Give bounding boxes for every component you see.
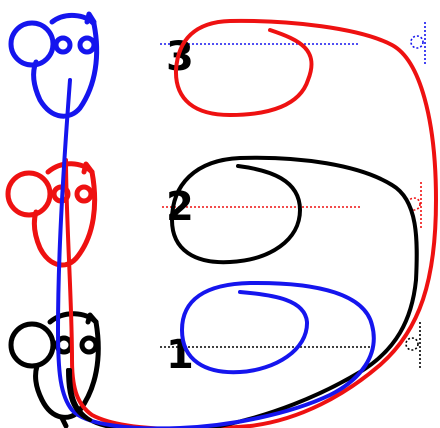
row-3: 3 (11, 14, 425, 116)
lollipop-marker-3-icon (411, 22, 425, 66)
blue-loop (58, 80, 374, 428)
owl-figure-2-icon (8, 164, 95, 265)
owl-figure-3-icon (11, 14, 97, 116)
red-loop (66, 21, 436, 428)
